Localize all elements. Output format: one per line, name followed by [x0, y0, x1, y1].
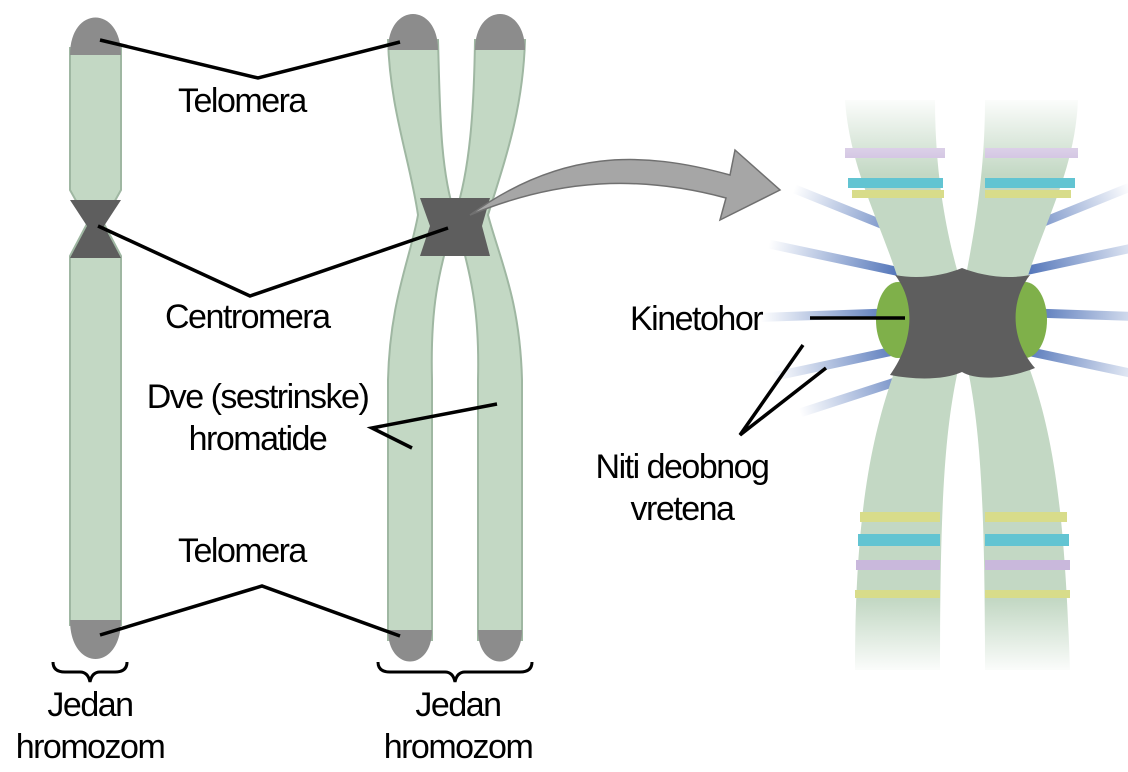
telomere-bottom-left [70, 620, 121, 659]
leader-centromere [98, 226, 448, 296]
label-chromosome-right-line2: hromozom [368, 726, 548, 768]
braces [53, 662, 532, 682]
chromatid-left-middle [388, 40, 455, 640]
telomere-top-left [70, 18, 121, 56]
zoom-centromere [890, 268, 1035, 378]
label-chromatids-line2: hromatide [135, 418, 380, 460]
centromere-middle [420, 198, 490, 256]
zoom-arrow [470, 150, 780, 220]
leader-telomere-bottom [100, 586, 400, 636]
label-chromosome-left: Jedan hromozom [5, 684, 175, 768]
single-chromatid [70, 48, 121, 625]
zoomed-chromosome [760, 95, 1128, 675]
label-chromatids: Dve (sestrinske) hromatide [135, 376, 380, 460]
label-spindle-line1: Niti deobnog [572, 446, 792, 488]
centromere-left [70, 200, 121, 258]
label-chromosome-right-line1: Jedan [368, 684, 548, 726]
label-kinetochore: Kinetohor [630, 298, 762, 340]
telomere-bottom-middle-right [478, 630, 522, 662]
chromatid-right-middle [455, 40, 525, 640]
label-telomere-bottom: Telomera [178, 530, 306, 572]
brace-left [53, 662, 127, 682]
leader-telomere-top [100, 40, 400, 78]
label-telomere-top: Telomera [178, 80, 306, 122]
label-chromatids-line1: Dve (sestrinske) [135, 376, 380, 418]
label-chromosome-left-line2: hromozom [5, 726, 175, 768]
telomere-top-middle-right [475, 14, 525, 50]
label-centromere: Centromera [165, 296, 330, 338]
replicated-chromosome [388, 14, 525, 662]
single-chromosome [70, 18, 121, 660]
label-chromosome-left-line1: Jedan [5, 684, 175, 726]
label-spindle: Niti deobnog vretena [572, 446, 792, 530]
leader-spindle [740, 345, 826, 435]
label-spindle-line2: vretena [572, 488, 792, 530]
brace-right [378, 662, 532, 682]
label-chromosome-right: Jedan hromozom [368, 684, 548, 768]
